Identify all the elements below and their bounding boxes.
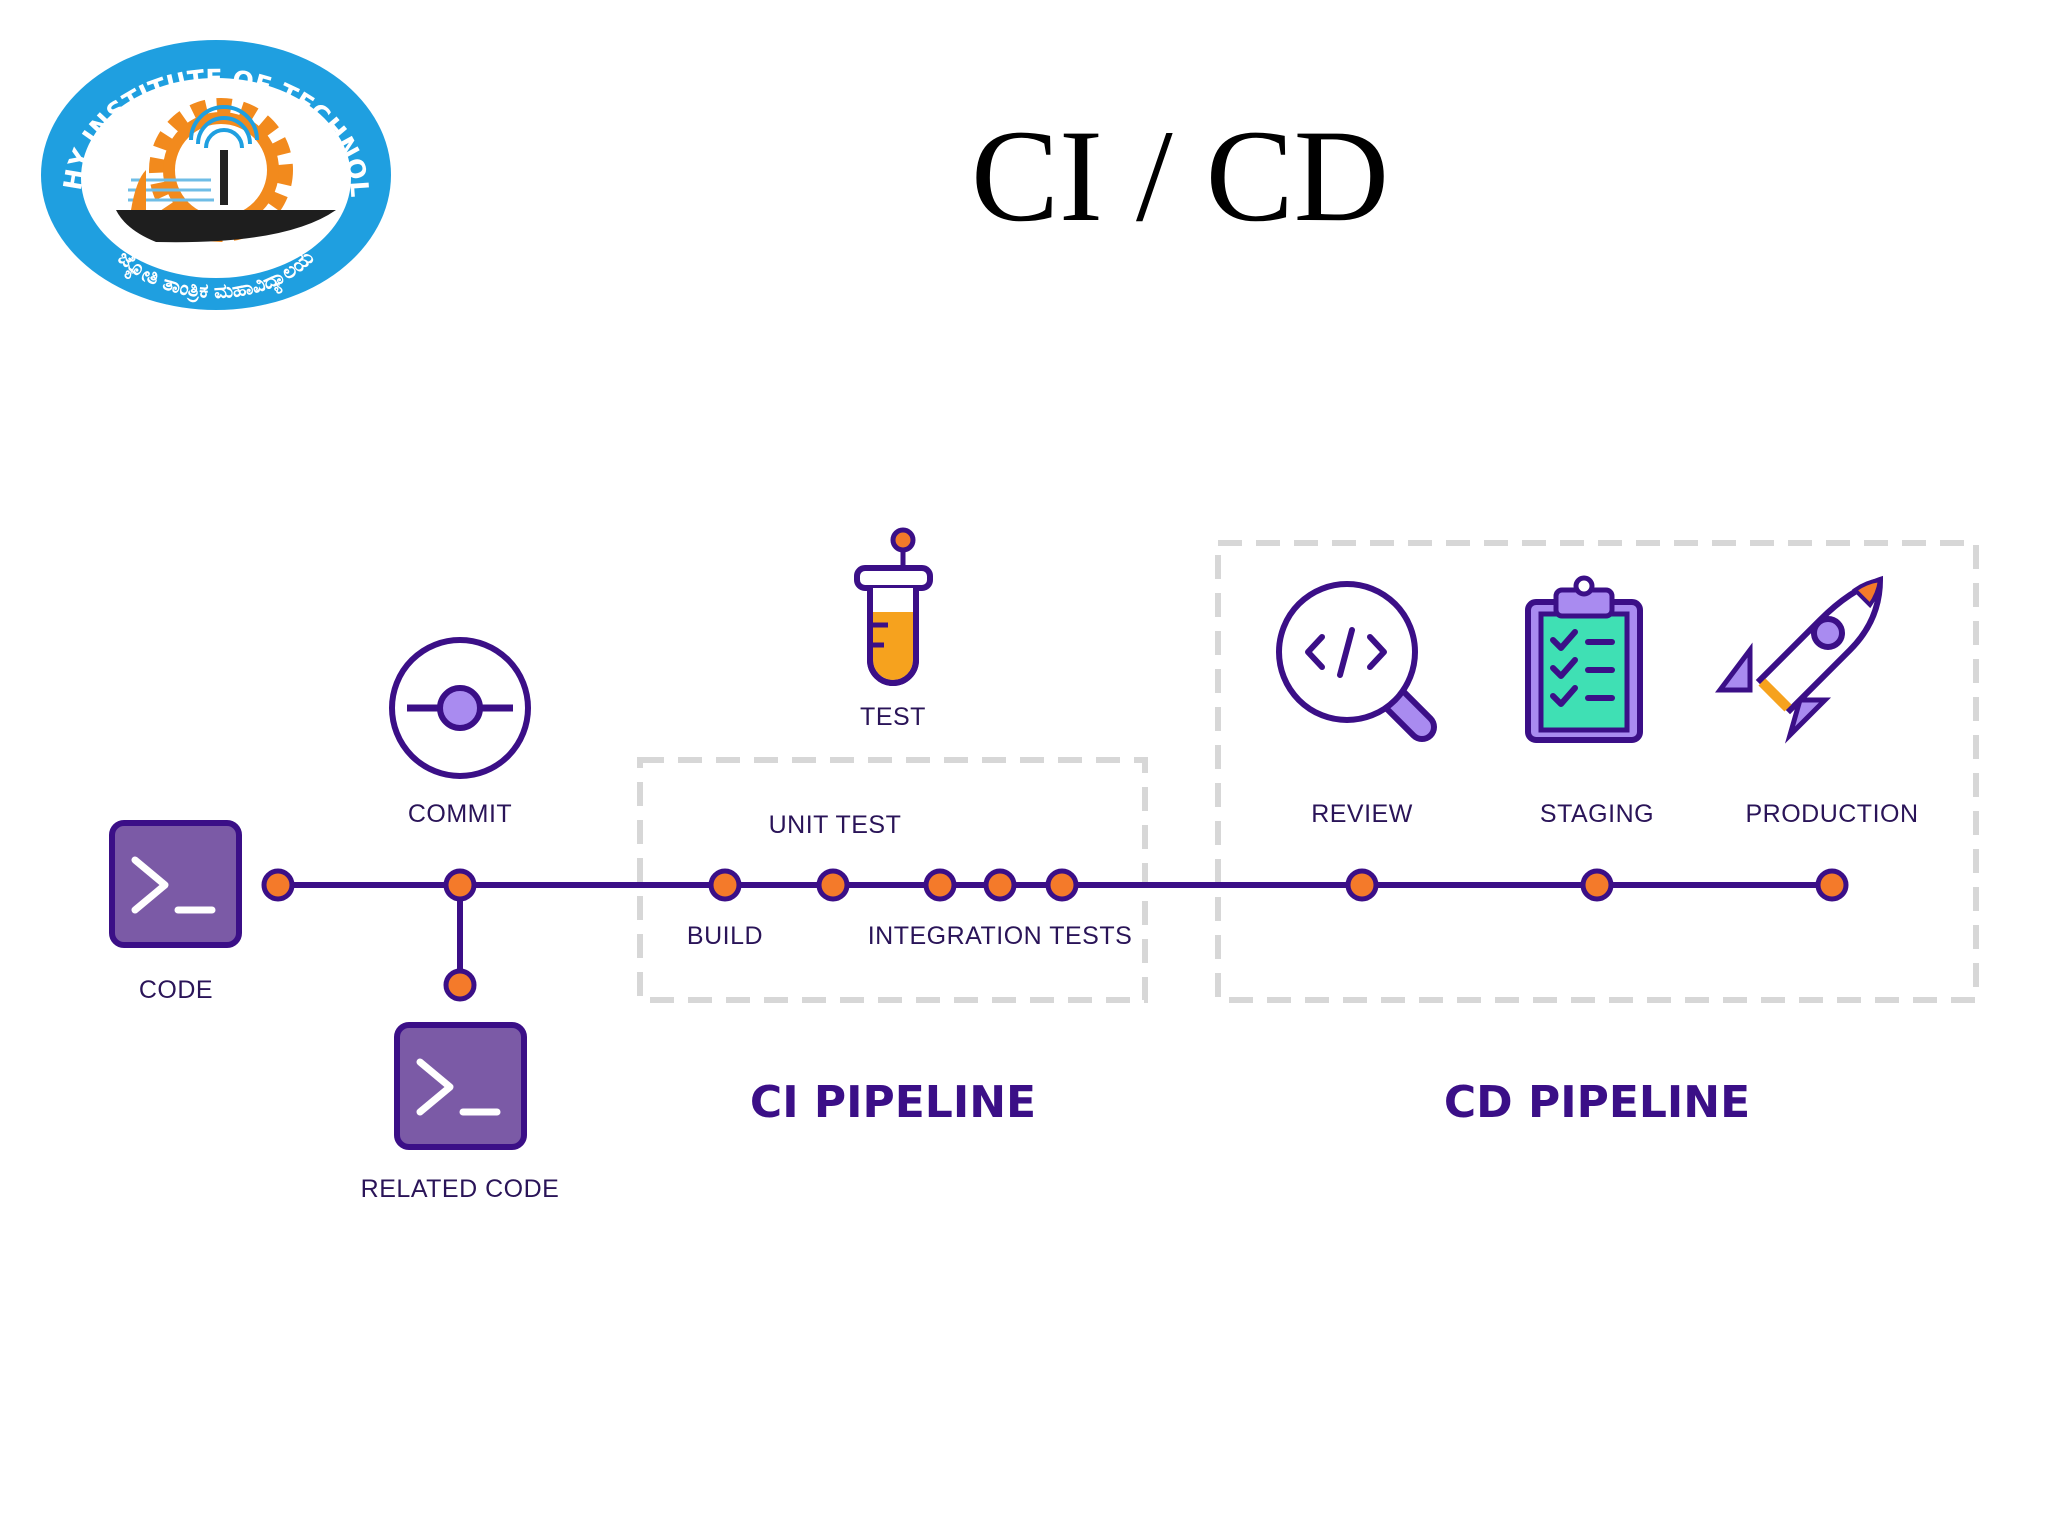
node-integration-1 (923, 868, 957, 902)
institute-logo: JYOTHY INSTITUTE OF TECHNOLOGY ಜ್ಯೋತಿ ತಾ… (36, 30, 391, 310)
ci-pipeline-box (637, 757, 1148, 1003)
cd-pipeline-title: CD PIPELINE (1443, 1077, 1751, 1128)
code-review-icon (1276, 581, 1437, 742)
related-terminal-icon (394, 1022, 527, 1150)
terminal-icon (109, 820, 242, 948)
commit-icon (389, 637, 531, 779)
test-tube-icon (854, 527, 933, 686)
node-code (261, 868, 295, 902)
label-production: PRODUCTION (1745, 800, 1919, 828)
node-staging (1580, 868, 1614, 902)
label-related-code: RELATED CODE (360, 1175, 560, 1203)
ship-icon (116, 210, 336, 243)
slide-title: CI / CD (970, 102, 1390, 249)
clipboard-icon (1525, 575, 1643, 743)
node-integration-3 (1045, 868, 1079, 902)
flame-icon (131, 170, 146, 210)
node-production (1815, 868, 1849, 902)
label-test: TEST (860, 703, 926, 731)
rocket-icon (1715, 575, 1884, 744)
label-build: BUILD (686, 922, 764, 950)
node-integration-2 (983, 868, 1017, 902)
antenna-icon (189, 105, 259, 205)
ci-pipeline-title: CI PIPELINE (749, 1077, 1037, 1128)
node-commit (443, 868, 477, 902)
node-unit-test (816, 868, 850, 902)
node-review (1345, 868, 1379, 902)
label-staging: STAGING (1539, 800, 1655, 828)
node-related-code (443, 968, 477, 1002)
label-code: CODE (138, 976, 214, 1004)
label-review: REVIEW (1311, 800, 1413, 828)
label-integration-tests: INTEGRATION TESTS (867, 922, 1133, 950)
label-unit-test: UNIT TEST (768, 811, 902, 839)
node-build (708, 868, 742, 902)
label-commit: COMMIT (407, 800, 513, 828)
